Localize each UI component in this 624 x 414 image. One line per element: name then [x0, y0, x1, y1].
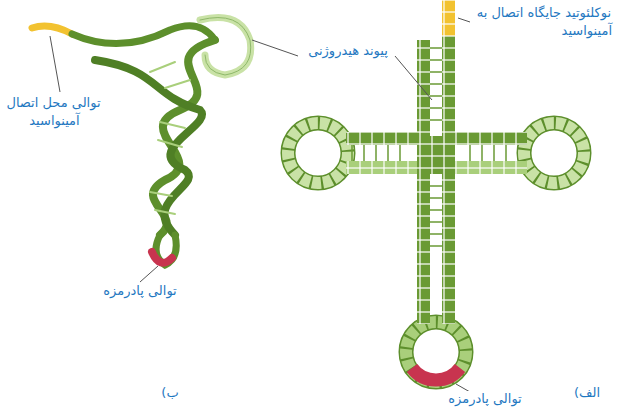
- leader-lines: [50, 18, 470, 392]
- label-text: توالی محل اتصال آمینواسید: [6, 95, 101, 128]
- label-text: توالی پادرمزه: [102, 283, 177, 298]
- callout-label: توالی پادرمزه: [430, 390, 540, 408]
- label-text: ب): [160, 385, 179, 400]
- label-text: نوکلئوتید جایگاه اتصال به آمینواسید: [477, 5, 612, 38]
- panel-label: الف): [562, 384, 612, 402]
- callout-label: پیوند هیدروژنی: [298, 42, 398, 60]
- callout-label: توالی پادرمزه: [90, 282, 190, 300]
- label-text: پیوند هیدروژنی: [307, 43, 389, 58]
- three-d-trna: [32, 18, 251, 266]
- callout-label: نوکلئوتید جایگاه اتصال به آمینواسید: [472, 4, 612, 39]
- callout-label: توالی محل اتصال آمینواسید: [4, 94, 104, 129]
- label-text: توالی پادرمزه: [447, 391, 522, 406]
- label-text: الف): [573, 385, 601, 400]
- panel-label: ب): [150, 384, 190, 402]
- cloverleaf-trna: [288, 0, 584, 382]
